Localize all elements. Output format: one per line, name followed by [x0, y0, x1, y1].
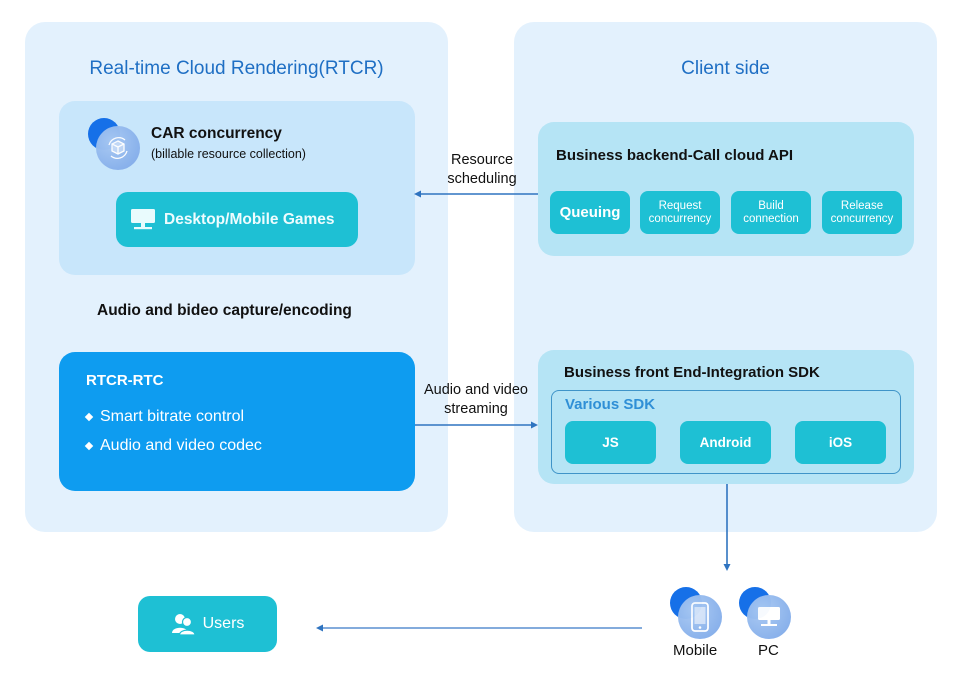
rtc-bullet-text: Smart bitrate control — [100, 408, 245, 425]
users-icon — [171, 614, 196, 636]
pc-label: PC — [758, 642, 779, 659]
step-build-connection[interactable]: Build connection — [731, 191, 811, 234]
rtc-bullet-item: Smart bitrate control — [84, 408, 245, 426]
client-side-title: Client side — [681, 58, 770, 79]
various-sdk-group: Various SDK — [551, 390, 901, 474]
step-release-concurrency[interactable]: Release concurrency — [822, 191, 902, 234]
step-request-concurrency[interactable]: Request concurrency — [640, 191, 720, 234]
rtcr-rtc-box: RTCR-RTC Smart bitrate control Audio and… — [59, 352, 415, 491]
resource-scheduling-arrow — [414, 190, 538, 198]
business-backend-title: Business backend-Call cloud API — [556, 147, 794, 164]
various-sdk-title: Various SDK — [565, 396, 656, 413]
rtcr-panel-title: Real-time Cloud Rendering(RTCR) — [89, 58, 384, 79]
av-streaming-label: Audio and video streaming — [424, 382, 528, 417]
rtcr-rtc-title: RTCR-RTC — [86, 372, 164, 389]
pc-monitor-icon — [758, 607, 780, 626]
devices-to-users-arrow — [316, 624, 642, 632]
sdk-android[interactable]: Android — [680, 421, 771, 464]
av-streaming-arrow — [415, 421, 538, 429]
mobile-badge — [670, 587, 722, 639]
car-subtitle: (billable resource collection) — [151, 147, 306, 161]
sdk-to-devices-arrow — [723, 484, 731, 571]
desktop-mobile-games-label: Desktop/Mobile Games — [164, 210, 335, 228]
sdk-ios[interactable]: iOS — [795, 421, 886, 464]
car-title: CAR concurrency — [151, 125, 282, 142]
rtc-bullet-item: Audio and video codec — [84, 437, 262, 455]
users-label: Users — [202, 615, 245, 632]
car-badge — [88, 118, 140, 170]
cube-icon — [108, 137, 128, 159]
mobile-label: Mobile — [673, 642, 718, 659]
pc-badge — [739, 587, 791, 639]
mobile-phone-icon — [691, 602, 709, 632]
desktop-mobile-games-button[interactable]: Desktop/Mobile Games — [116, 192, 358, 247]
resource-scheduling-label: Resource scheduling — [447, 152, 517, 187]
rtc-bullet-text: Audio and video codec — [100, 437, 262, 454]
users-button[interactable]: Users — [138, 596, 277, 652]
capture-encoding-label: Audio and bideo capture/encoding — [97, 302, 352, 319]
business-frontend-title: Business front End-Integration SDK — [564, 364, 820, 381]
sdk-js[interactable]: JS — [565, 421, 656, 464]
step-queuing[interactable]: Queuing — [550, 191, 630, 234]
monitor-icon — [131, 208, 155, 229]
